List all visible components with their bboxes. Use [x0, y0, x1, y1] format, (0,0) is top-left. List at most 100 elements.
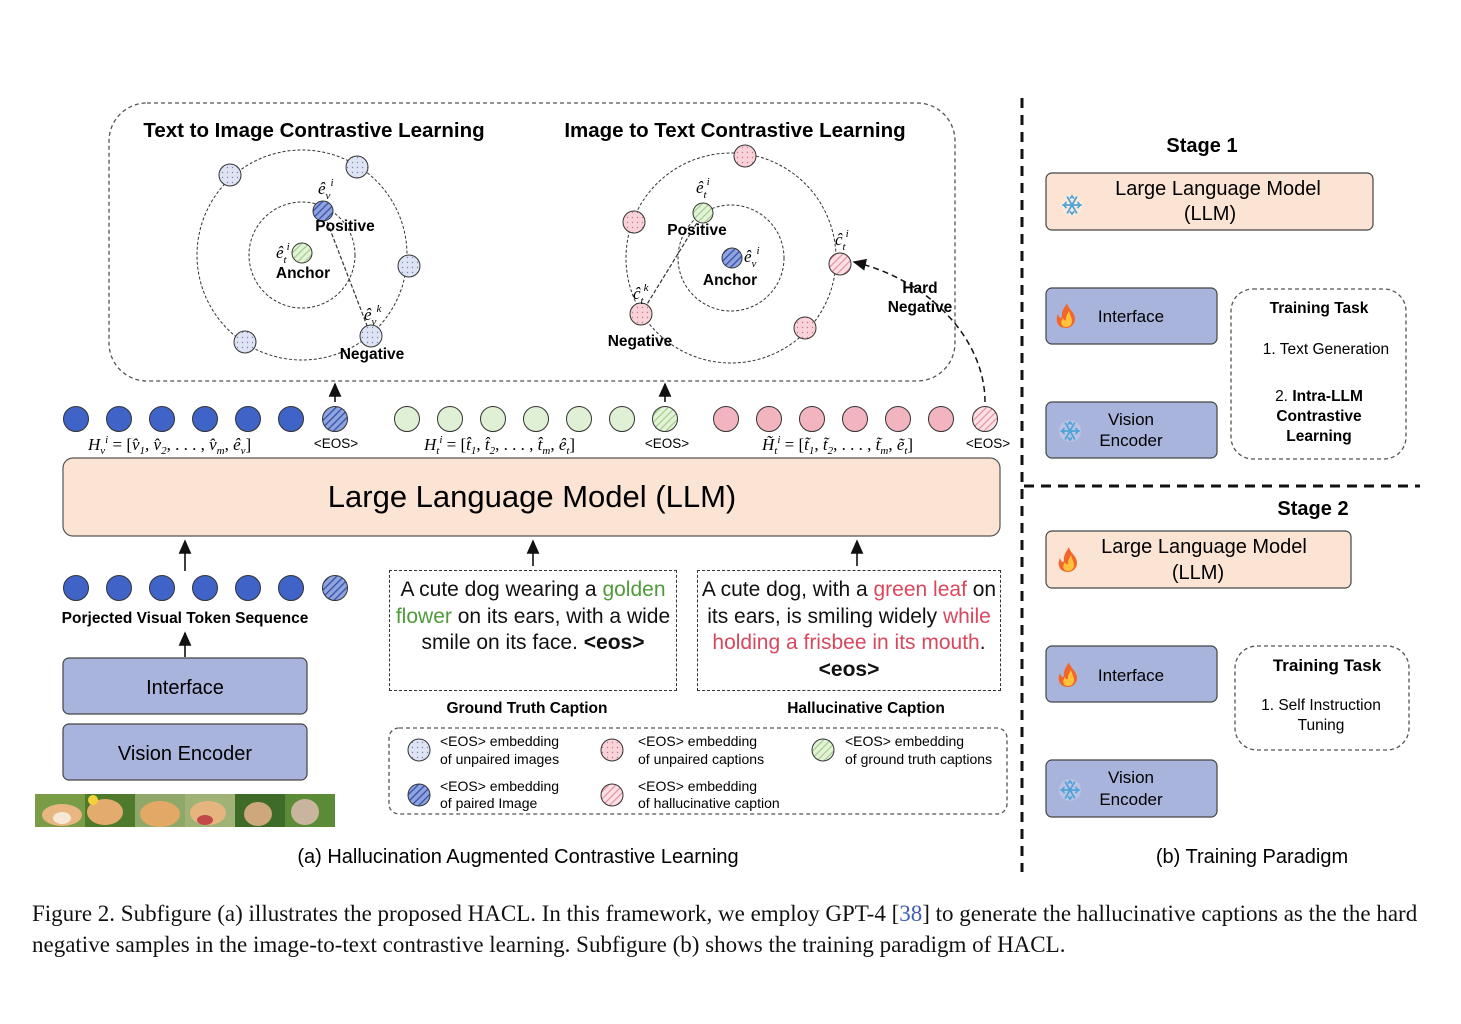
gt-caption-highlight: golden flower: [395, 578, 666, 628]
unpaired-caption-node: [733, 144, 757, 168]
stage2-vision-block: [1045, 759, 1218, 818]
llm-block: [62, 457, 1001, 537]
gt-caption-label: Ground Truth Caption: [446, 700, 607, 717]
vision-encoder-label: Vision Encoder: [118, 743, 253, 765]
subcaption-a: (a) Hallucination Augmented Contrastive …: [297, 846, 738, 868]
unpaired-image-node: [345, 155, 369, 179]
snowflake-icon: [1058, 419, 1082, 443]
i2t-orbit-diagram: êti êvi ĉtk ĉti Positive Anchor Negative…: [608, 144, 953, 364]
hard-label: Hard: [902, 280, 937, 297]
svg-text:of unpaired captions: of unpaired captions: [638, 751, 764, 767]
svg-text:<EOS> embedding: <EOS> embedding: [845, 733, 964, 749]
t2i-title: Text to Image Contrastive Learning: [143, 119, 484, 142]
stage2-vision-label: Encoder: [1099, 790, 1163, 809]
svg-text:of ground truth captions: of ground truth captions: [845, 751, 992, 767]
hal-caption-eos: <eos>: [818, 657, 880, 681]
hal-caption-highlight: while holding a frisbee in its mouth: [712, 604, 991, 655]
stage1-interface-block: [1045, 287, 1218, 345]
stage2-task-1: 1. Self Instruction: [1261, 697, 1381, 714]
hal-caption-text: A cute dog, with a: [701, 578, 874, 601]
gt-caption-output-tokens: [394, 406, 678, 432]
i2t-title: Image to Text Contrastive Learning: [564, 119, 905, 142]
svg-text:Hvi = [v̂1, v̂2, . . . , v̂m,: Hvi = [v̂1, v̂2, . . . , v̂m, êv]: [87, 434, 251, 457]
snowflake-icon: [1060, 193, 1084, 217]
ground-truth-caption-box: A cute dog wearing a golden flower on it…: [389, 570, 677, 691]
stage1-interface-label: Interface: [1098, 307, 1164, 326]
hallucinative-caption-box: A cute dog, with a green leaf on its ear…: [697, 570, 1001, 691]
figure-caption: Figure 2. Subfigure (a) illustrates the …: [32, 898, 1432, 960]
contrastive-learning-box: [108, 102, 956, 382]
negative-node: [359, 324, 383, 348]
stage1-task-2: Learning: [1286, 428, 1351, 445]
stage2-interface-block: [1045, 645, 1218, 703]
svg-text:of unpaired images: of unpaired images: [440, 751, 559, 767]
svg-text:of paired Image: of paired Image: [440, 795, 537, 811]
negative-label: Negative: [608, 333, 673, 350]
positive-node: [312, 200, 334, 222]
svg-text:êvi: êvi: [744, 245, 760, 270]
hal-caption-label: Hallucinative Caption: [787, 700, 945, 717]
svg-text:êti: êti: [276, 241, 290, 266]
unpaired-caption-node: [793, 316, 817, 340]
hidden-state-formulas: Hvi = [v̂1, v̂2, . . . , v̂m, êv] Hti = …: [87, 434, 913, 457]
svg-text:Hti = [t̂1, t̂2, . . . , t̂m,: Hti = [t̂1, t̂2, . . . , t̂m, êt]: [423, 434, 575, 457]
stage1-llm-block: [1045, 172, 1374, 231]
stage2-llm-label: Large Language Model: [1101, 536, 1307, 558]
stage1-llm-label: Large Language Model: [1115, 178, 1321, 200]
eos-label: <EOS>: [645, 436, 689, 451]
legend-box: [388, 727, 1008, 815]
negative-label: Negative: [340, 346, 405, 363]
stage2-task-title: Training Task: [1273, 656, 1382, 675]
gt-caption-eos: <eos>: [583, 631, 645, 654]
visual-output-tokens: [63, 406, 348, 432]
stage1-title: Stage 1: [1166, 135, 1237, 157]
unpaired-caption-node: [622, 210, 646, 234]
stage1-task-title: Training Task: [1270, 300, 1369, 317]
stage1-vision-block: [1045, 401, 1218, 459]
hal-caption-output-tokens: [713, 406, 998, 432]
hard-negative-label: Negative: [888, 299, 953, 316]
eos-label: <EOS>: [314, 436, 358, 451]
stage1-vision-label: Vision: [1108, 410, 1154, 429]
anchor-node: [721, 247, 743, 269]
citation-link[interactable]: 38: [899, 901, 923, 926]
snowflake-icon: [1058, 778, 1082, 802]
figure-caption-text: ] to generate the hallucinative captions…: [32, 901, 1418, 957]
t2i-orbit-diagram: êvi êti êvk Positive Anchor Negative: [196, 149, 421, 363]
negative-node: [629, 302, 653, 326]
hard-negative-arrow: [852, 258, 986, 403]
stage2-vision-label: Vision: [1108, 768, 1154, 787]
interface-label: Interface: [146, 677, 224, 699]
stage2-task-1: Tuning: [1298, 717, 1345, 734]
unpaired-image-node: [218, 163, 242, 187]
unpaired-image-node: [233, 330, 257, 354]
anchor-label: Anchor: [276, 265, 330, 282]
stage1-task-2: 2. Intra-LLM: [1275, 388, 1363, 405]
stage1-task-2: Contrastive: [1276, 408, 1362, 425]
vision-encoder-block: [62, 723, 308, 781]
svg-text:êvi: êvi: [318, 177, 334, 202]
hal-caption-highlight: green leaf: [873, 578, 967, 601]
positive-label: Positive: [315, 218, 375, 235]
gt-caption-text: on its ears, with a wide smile on its fa…: [421, 604, 671, 655]
positive-label: Positive: [667, 222, 727, 239]
projected-label: Porjected Visual Token Sequence: [62, 610, 309, 627]
stage2-title: Stage 2: [1277, 498, 1348, 520]
input-image-patches: [35, 794, 335, 827]
anchor-label: Anchor: [703, 272, 757, 289]
svg-text:êti: êti: [696, 176, 710, 201]
stage1-task-box: [1230, 288, 1407, 460]
eos-label: <EOS>: [966, 436, 1010, 451]
svg-text:<EOS> embedding: <EOS> embedding: [638, 733, 757, 749]
stage1-task-1: 1. Text Generation: [1263, 341, 1389, 358]
stage1-vision-label: Encoder: [1099, 431, 1163, 450]
svg-text:<EOS> embedding: <EOS> embedding: [440, 778, 559, 794]
hard-negative-node: [828, 252, 852, 276]
svg-text:<EOS> embedding: <EOS> embedding: [440, 733, 559, 749]
gt-caption-text: A cute dog wearing a: [400, 578, 603, 601]
stage2-llm-label: (LLM): [1172, 562, 1224, 584]
svg-text:<EOS> embedding: <EOS> embedding: [638, 778, 757, 794]
legend: <EOS> embedding of unpaired images <EOS>…: [407, 733, 992, 811]
figure-caption-text: Figure 2. Subfigure (a) illustrates the …: [32, 901, 900, 926]
